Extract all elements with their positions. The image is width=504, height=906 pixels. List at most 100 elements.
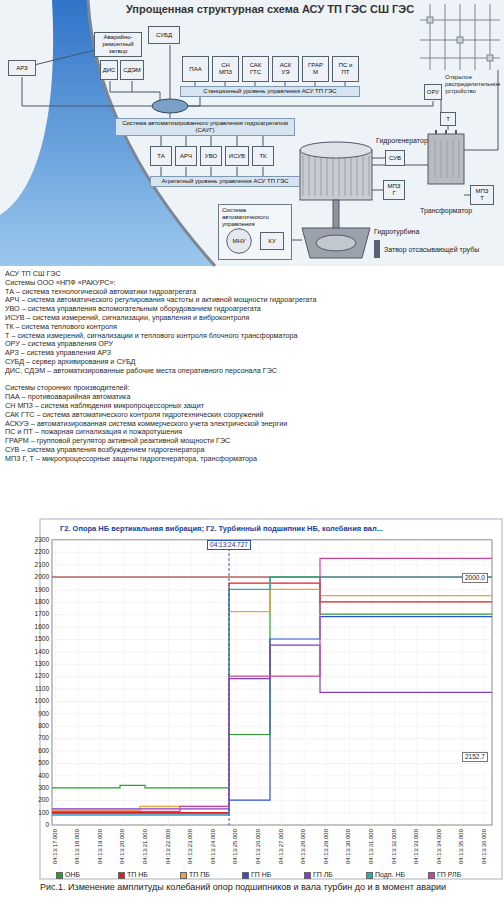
axis-value: 1100 xyxy=(35,685,49,693)
node-text: ПАА xyxy=(189,66,201,73)
legend-note: ИСУВ – система измерений, сигнализации, … xyxy=(5,314,249,323)
legend-note: Системы ООО «НПФ «РАКУРС»: xyxy=(5,279,116,288)
part-label: Трансформатор xyxy=(420,207,472,215)
connector xyxy=(36,50,94,64)
legend-text: Подп. НБ xyxy=(375,871,405,879)
plot-area xyxy=(52,540,492,825)
figure-caption: Рис.1. Изменение амплитуды колебаний опо… xyxy=(40,882,480,893)
system-box: СУВ xyxy=(385,150,405,166)
axis-time: 04:13:34.000 xyxy=(436,829,443,864)
node-text: СУБД xyxy=(156,32,172,39)
node-text: ДИС xyxy=(103,67,116,74)
chart-frame xyxy=(40,519,502,879)
system-box: АРЗ xyxy=(8,60,36,76)
transformer xyxy=(432,140,460,178)
axis-value: 600 xyxy=(38,747,49,755)
legend-item: ГП ЛБ xyxy=(304,871,333,879)
network-wires xyxy=(188,101,433,106)
switchyard-grid xyxy=(427,17,433,23)
legend-text: ТП ПБ xyxy=(189,871,210,879)
axis-value: 300 xyxy=(38,784,49,792)
system-box: ГРАР М xyxy=(302,56,329,82)
cursor-time: 04:13:24.727 xyxy=(207,540,251,550)
transformer xyxy=(455,130,457,134)
node-text: Т xyxy=(446,116,450,123)
series-lines xyxy=(52,558,492,815)
legend-swatch xyxy=(180,872,187,879)
connector xyxy=(237,136,238,146)
value-box: 2152.7 xyxy=(462,752,488,762)
axis-time: 04:13:29.000 xyxy=(323,829,330,864)
legend-item: Подп. НБ xyxy=(366,871,405,879)
system-box: КУ xyxy=(260,232,284,250)
legend-text: ОНБ xyxy=(65,871,80,879)
node-text: ТК xyxy=(259,153,266,160)
legend-note: АСКУЭ – автоматизированная система комме… xyxy=(5,420,287,429)
network-wires xyxy=(188,97,200,106)
axis-time: 04:13:36.000 xyxy=(481,829,488,864)
axis-value: 2300 xyxy=(35,536,49,544)
legend-note: САК ГТС – система автоматического контро… xyxy=(5,411,264,420)
transformer xyxy=(428,134,464,184)
node-text: САК ГТС xyxy=(245,62,266,76)
legend-swatch xyxy=(242,872,249,879)
node-text: АРЧ xyxy=(180,153,192,160)
node-text: ИСУВ xyxy=(229,153,245,160)
legend-swatch xyxy=(118,872,125,879)
node-text: Система автоматизированного управления г… xyxy=(118,120,292,134)
connector xyxy=(186,136,187,146)
pump-circle: МНУ xyxy=(226,228,252,254)
system-box: Т xyxy=(440,112,456,126)
axis-value: 400 xyxy=(38,772,49,780)
axis-value: 700 xyxy=(38,734,49,742)
network-wires xyxy=(132,81,133,92)
network-hub xyxy=(152,99,188,113)
switchyard-grid xyxy=(445,4,446,70)
axis-value: 2200 xyxy=(35,548,49,556)
axis-time: 04:13:18.000 xyxy=(74,829,81,864)
node-text: СУВ xyxy=(389,155,401,162)
legend-note: Системы сторонних производителей: xyxy=(5,384,130,393)
system-box: МПЗ Т xyxy=(470,185,494,205)
series-lines xyxy=(52,617,492,814)
axis-value: 1000 xyxy=(35,697,49,705)
system-box: АСК УЭ xyxy=(272,56,299,82)
legend-swatch xyxy=(366,872,373,879)
part-label: Затвор отсасывающей трубы xyxy=(384,246,479,254)
axis-value: 0 xyxy=(45,821,49,829)
system-box: ОРУ xyxy=(424,84,442,100)
axis-time: 04:13:35.000 xyxy=(458,829,465,864)
connector xyxy=(211,136,212,146)
axis-time: 04:13:30.000 xyxy=(345,829,352,864)
node-text: УВО xyxy=(205,153,217,160)
diagram-title: Упрощенная структурная схема АСУ ТП ГЭС … xyxy=(126,3,414,16)
legend-note: ТК – система теплового контроля xyxy=(5,323,117,332)
system-box: АРЧ xyxy=(175,146,197,166)
system-box: ДИС xyxy=(100,60,118,80)
axis-value: 500 xyxy=(38,759,49,767)
axis-time: 04:13:20.000 xyxy=(119,829,126,864)
system-box: СН МПЗ xyxy=(212,56,239,82)
transformer xyxy=(428,130,464,184)
value-box: 2000.0 xyxy=(462,573,488,583)
node-text: Станционный уровень управления АСУ ТП ГЭ… xyxy=(203,88,336,95)
legend-item: ГП РЛБ xyxy=(428,871,461,879)
system-box: Аварийно-ремонтный затвор xyxy=(94,32,142,57)
part-label: Гидрогенератор xyxy=(376,137,428,145)
node-text: МНУ xyxy=(232,238,245,245)
network-wires xyxy=(161,167,263,176)
node-text: КУ xyxy=(268,238,275,245)
network-wires xyxy=(110,81,160,100)
axis-value: 1900 xyxy=(35,586,49,594)
connector xyxy=(441,100,442,112)
hydrogenerator xyxy=(302,156,370,196)
legend-note: АРЗ – система управления АРЗ xyxy=(5,349,111,358)
axis-time: 04:13:23.000 xyxy=(187,829,194,864)
axis-value: 1700 xyxy=(35,610,49,618)
node-text: СДЭМ xyxy=(123,67,141,74)
legend-note: ГРАРМ – групповой регулятор активной реа… xyxy=(5,437,230,446)
connector xyxy=(263,136,264,146)
axis-value: 200 xyxy=(38,796,49,804)
axis-time: 04:13:28.000 xyxy=(300,829,307,864)
